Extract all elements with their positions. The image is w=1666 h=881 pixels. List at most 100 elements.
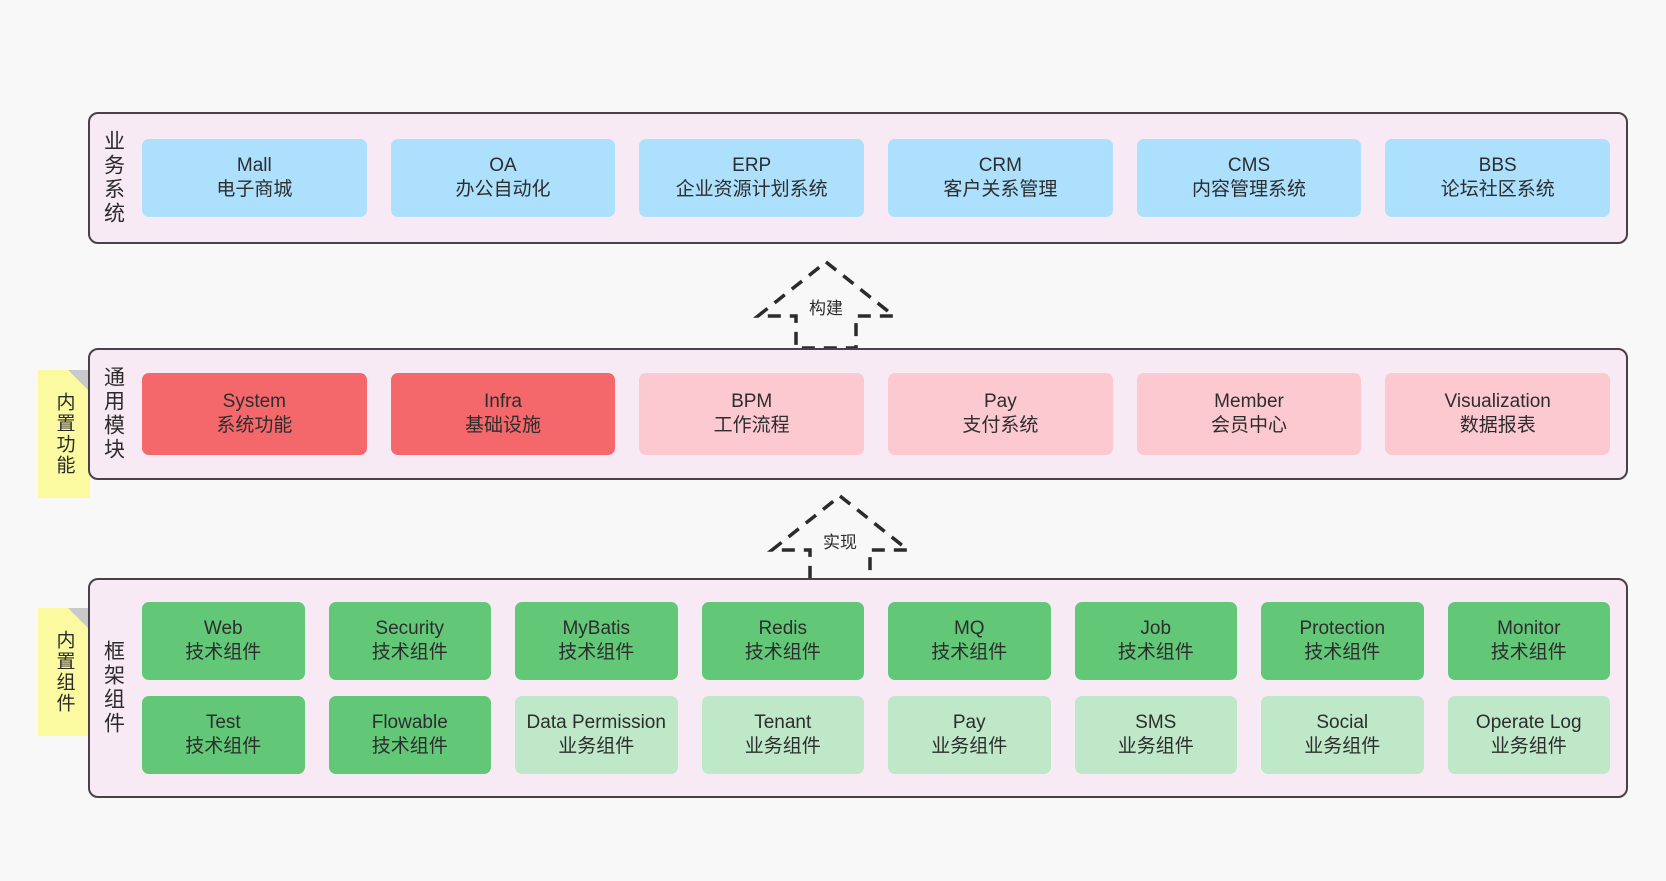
module-row: System 系统功能 Infra 基础设施 BPM 工作流程 Pay 支付系统 <box>142 373 1611 455</box>
connector-implement: 实现 <box>760 490 920 586</box>
module-name: OA <box>489 154 517 176</box>
module-box-tenant[interactable]: Tenant 业务组件 <box>701 696 864 774</box>
module-box-security[interactable]: Security 技术组件 <box>328 602 491 680</box>
module-box-test[interactable]: Test 技术组件 <box>142 696 305 774</box>
module-name: Visualization <box>1444 390 1551 412</box>
note-builtin-component: 内置组件 <box>38 608 90 736</box>
module-subtitle: 业务组件 <box>744 736 821 757</box>
module-box-bpm[interactable]: BPM 工作流程 <box>639 373 865 455</box>
module-name: MQ <box>953 617 985 639</box>
module-subtitle: 支付系统 <box>962 415 1039 436</box>
module-name: CMS <box>1227 154 1271 176</box>
module-box-monitor[interactable]: Monitor 技术组件 <box>1447 602 1610 680</box>
module-box-mybatis[interactable]: MyBatis 技术组件 <box>515 602 678 680</box>
module-subtitle: 办公自动化 <box>455 179 551 200</box>
module-box-oa[interactable]: OA 办公自动化 <box>390 139 616 217</box>
module-box-bbs[interactable]: BBS 论坛社区系统 <box>1385 139 1611 217</box>
module-subtitle: 技术组件 <box>1304 642 1381 663</box>
module-name: CRM <box>978 154 1022 176</box>
module-name: BPM <box>731 390 773 412</box>
module-box-redis[interactable]: Redis 技术组件 <box>701 602 864 680</box>
module-box-protection[interactable]: Protection 技术组件 <box>1261 602 1424 680</box>
module-box-flowable[interactable]: Flowable 技术组件 <box>328 696 491 774</box>
module-row: Test 技术组件 Flowable 技术组件 Data Permission … <box>142 696 1610 774</box>
layer-rows-business-system: Mall 电子商城 OA 办公自动化 ERP 企业资源计划系统 CRM 客户关系… <box>142 139 1611 217</box>
module-name: Web <box>203 617 243 639</box>
module-subtitle: 系统功能 <box>216 415 293 436</box>
module-subtitle: 技术组件 <box>1490 642 1567 663</box>
module-name: BBS <box>1478 154 1517 176</box>
module-box-pay-business[interactable]: Pay 业务组件 <box>888 696 1051 774</box>
layer-rows-framework-component: Web 技术组件 Security 技术组件 MyBatis 技术组件 Redi… <box>142 602 1610 774</box>
module-box-data-permission[interactable]: Data Permission 业务组件 <box>515 696 678 774</box>
layer-body-common-module: System 系统功能 Infra 基础设施 BPM 工作流程 Pay 支付系统 <box>136 350 1626 478</box>
module-box-job[interactable]: Job 技术组件 <box>1074 602 1237 680</box>
connector-implement-label: 实现 <box>821 528 859 553</box>
module-subtitle: 工作流程 <box>713 415 790 436</box>
module-subtitle: 电子商城 <box>216 179 293 200</box>
module-box-erp[interactable]: ERP 企业资源计划系统 <box>639 139 865 217</box>
module-name: SMS <box>1135 711 1177 733</box>
module-box-crm[interactable]: CRM 客户关系管理 <box>888 139 1113 217</box>
module-name: Tenant <box>754 711 812 733</box>
module-box-infra[interactable]: Infra 基础设施 <box>390 373 616 455</box>
layer-common-module: 通用模块 System 系统功能 Infra 基础设施 BPM 工作流程 <box>88 348 1628 480</box>
connector-build-label: 构建 <box>807 294 845 319</box>
module-subtitle: 技术组件 <box>371 642 448 663</box>
module-subtitle: 技术组件 <box>1117 642 1194 663</box>
module-subtitle: 技术组件 <box>371 736 448 757</box>
layer-body-framework-component: Web 技术组件 Security 技术组件 MyBatis 技术组件 Redi… <box>136 580 1626 796</box>
note-label: 内置功能 <box>53 392 75 476</box>
module-subtitle: 业务组件 <box>931 736 1008 757</box>
module-name: Flowable <box>371 711 448 733</box>
layer-framework-component: 框架组件 Web 技术组件 Security 技术组件 MyBatis 技术组件 <box>88 578 1628 798</box>
module-box-cms[interactable]: CMS 内容管理系统 <box>1136 139 1362 217</box>
module-name: Social <box>1316 711 1369 733</box>
module-subtitle: 业务组件 <box>1490 736 1567 757</box>
module-subtitle: 客户关系管理 <box>943 179 1058 200</box>
connector-build: 构建 <box>746 256 906 352</box>
module-name: Infra <box>483 390 523 412</box>
module-row: Mall 电子商城 OA 办公自动化 ERP 企业资源计划系统 CRM 客户关系… <box>142 139 1611 217</box>
module-name: Security <box>375 617 445 639</box>
module-subtitle: 技术组件 <box>185 736 262 757</box>
module-subtitle: 内容管理系统 <box>1192 179 1307 200</box>
module-subtitle: 业务组件 <box>558 736 635 757</box>
module-box-social[interactable]: Social 业务组件 <box>1261 696 1424 774</box>
module-subtitle: 技术组件 <box>185 642 262 663</box>
module-box-system[interactable]: System 系统功能 <box>142 373 367 455</box>
module-box-pay[interactable]: Pay 支付系统 <box>888 373 1113 455</box>
note-builtin-function: 内置功能 <box>38 370 90 498</box>
module-box-mq[interactable]: MQ 技术组件 <box>888 602 1051 680</box>
module-name: Protection <box>1299 617 1386 639</box>
module-subtitle: 数据报表 <box>1459 415 1536 436</box>
module-name: Job <box>1140 617 1172 639</box>
module-name: ERP <box>732 154 772 176</box>
module-box-operate-log[interactable]: Operate Log 业务组件 <box>1447 696 1610 774</box>
layer-body-business-system: Mall 电子商城 OA 办公自动化 ERP 企业资源计划系统 CRM 客户关系… <box>136 114 1626 242</box>
module-name: Operate Log <box>1475 711 1582 733</box>
module-name: Redis <box>758 617 808 639</box>
module-subtitle: 论坛社区系统 <box>1440 179 1555 200</box>
module-name: Mall <box>236 154 272 176</box>
module-box-web[interactable]: Web 技术组件 <box>142 602 305 680</box>
module-subtitle: 技术组件 <box>931 642 1008 663</box>
module-box-sms[interactable]: SMS 业务组件 <box>1074 696 1237 774</box>
module-name: Member <box>1214 390 1284 412</box>
note-label: 内置组件 <box>53 630 75 714</box>
layer-label-common-module: 通用模块 <box>101 366 125 462</box>
module-box-member[interactable]: Member 会员中心 <box>1136 373 1362 455</box>
module-box-mall[interactable]: Mall 电子商城 <box>142 139 367 217</box>
module-name: System <box>222 390 287 412</box>
module-name: Pay <box>952 711 986 733</box>
module-box-visualization[interactable]: Visualization 数据报表 <box>1385 373 1611 455</box>
module-name: MyBatis <box>562 617 631 639</box>
module-subtitle: 业务组件 <box>1304 736 1381 757</box>
module-name: Test <box>205 711 241 733</box>
module-name: Monitor <box>1497 617 1561 639</box>
module-subtitle: 技术组件 <box>744 642 821 663</box>
module-subtitle: 企业资源计划系统 <box>675 179 828 200</box>
module-subtitle: 基础设施 <box>465 415 542 436</box>
layer-label-framework-component: 框架组件 <box>101 640 125 736</box>
